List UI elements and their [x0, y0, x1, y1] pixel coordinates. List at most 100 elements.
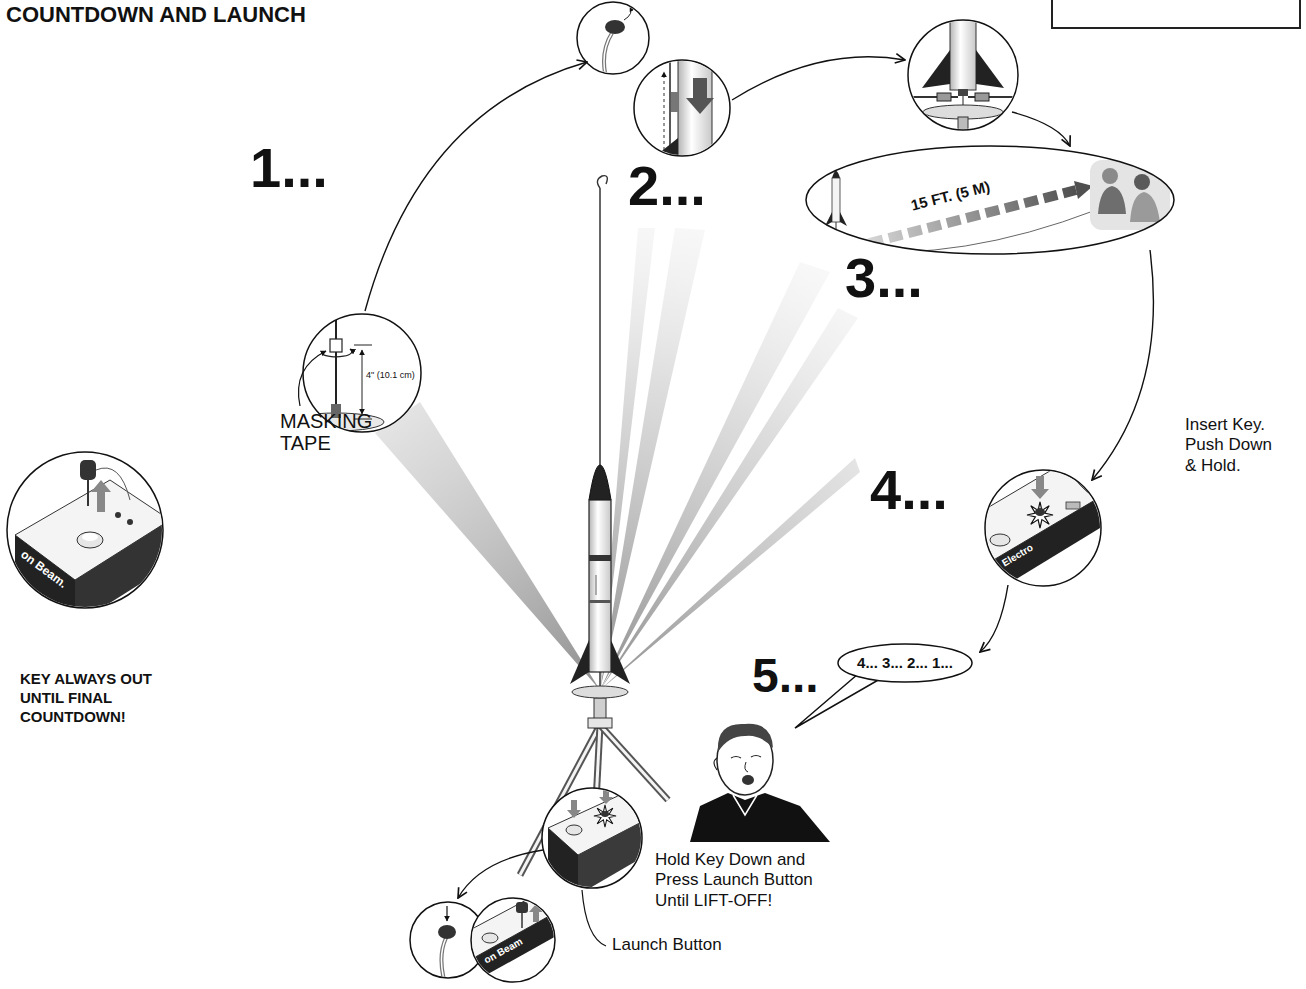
step-one-view [362, 350, 363, 414]
step-two-views [577, 2, 649, 74]
speech-bubble-outline [838, 644, 972, 682]
view-rays [600, 458, 860, 690]
label-holder: 4... [870, 462, 948, 518]
step-two-views [604, 6, 631, 78]
distance-scene [1090, 160, 1170, 230]
step-two-views [604, 33, 612, 78]
step-four-view [975, 565, 995, 600]
header-box [1052, 0, 1300, 28]
node-text: 4... 3... 2... 1... [857, 654, 953, 672]
label-holder: Insert Key. Push Down & Hold. [1185, 415, 1277, 476]
announcer-figure [742, 775, 754, 785]
distance-scene [805, 145, 1175, 266]
key-removed-views [516, 902, 528, 913]
step-two-views [604, 33, 612, 78]
flow-arrows [458, 850, 543, 898]
key-out-view [127, 519, 133, 525]
key-removed-views [446, 906, 447, 921]
step-four-view [1031, 476, 1049, 499]
key-out-view [96, 468, 130, 500]
node-text: 4" (10.1 cm) [366, 370, 415, 381]
step-number: 5... [752, 652, 819, 700]
model-rocket [570, 640, 589, 684]
view-rays [375, 402, 600, 690]
key-removed-views [482, 933, 498, 943]
key-removed-views [470, 910, 560, 984]
step-four-view [1027, 502, 1053, 528]
announcer-figure [714, 758, 717, 770]
distance-oval-outline [805, 145, 1175, 255]
step-four-view [950, 465, 1105, 600]
page-title: COUNTDOWN AND LAUNCH [6, 3, 306, 27]
step-three-view [958, 89, 968, 96]
distance-scene [1098, 186, 1126, 214]
distance-scene [815, 245, 836, 262]
step-five-view [567, 800, 581, 818]
model-rocket [572, 686, 628, 698]
flow-arrows [1012, 112, 1070, 146]
key-out-view [15, 460, 170, 625]
step-two-views [605, 20, 625, 34]
flow-arrows [732, 57, 905, 100]
announcer-figure [718, 724, 773, 752]
key-out-view [7, 452, 170, 625]
node-text-block: 4" (10.1 cm) [366, 370, 415, 381]
step-three-view [912, 15, 1015, 133]
distance-scene [1134, 174, 1150, 190]
step-number: 2... [628, 158, 706, 214]
speech-bubble: 4... 3... 2... 1... [837, 643, 973, 683]
label-holder: 5... [752, 652, 819, 700]
view-rays [600, 262, 830, 690]
step-two-views [686, 78, 714, 114]
step-five-view [601, 811, 609, 817]
step-five-view [542, 788, 655, 895]
distance-scene [1102, 168, 1118, 184]
label-holder: Launch Button [612, 935, 722, 955]
step-three-view [958, 117, 968, 133]
step-five-view [578, 815, 655, 895]
key-removed-views [529, 904, 543, 922]
key-removed-views [441, 938, 446, 980]
launch-rod [597, 176, 607, 188]
model-rocket [589, 600, 611, 603]
key-out-view [75, 520, 170, 625]
step-five-view [548, 788, 655, 895]
announcer-figure [690, 724, 830, 842]
node-text-block: 15 FT. (5 M) [909, 177, 992, 214]
announcer-figure [745, 762, 748, 772]
key-removed-views [410, 890, 560, 984]
key-removed-views [455, 890, 560, 984]
instruction-note: Insert Key. Push Down & Hold. [1185, 415, 1277, 476]
key-out-view [91, 480, 111, 512]
step-four-view [990, 534, 1010, 546]
step-three-view [975, 93, 989, 101]
key-out-view [15, 535, 75, 625]
step-five-view [599, 788, 613, 804]
model-rocket [589, 555, 611, 561]
distance-scene [805, 145, 1175, 255]
key-removed-views [521, 912, 523, 928]
distance-oval-outline [806, 146, 1174, 254]
key-out-view [115, 512, 121, 518]
distance-scene [836, 245, 838, 266]
step-four-view [985, 500, 1105, 592]
model-rocket [570, 465, 630, 698]
node-text-block: 4... 3... 2... 1... [857, 654, 953, 672]
announcer-figure [731, 756, 761, 759]
step-circle-outline [303, 314, 421, 432]
key-removed-views [441, 938, 446, 980]
part-label: Launch Button [612, 935, 722, 955]
step-three-view [976, 50, 1004, 88]
view-rays [600, 228, 705, 690]
distance-oval: 15 FT. (5 M) [805, 145, 1175, 255]
flow-arrows [365, 57, 1153, 898]
step-four-view [1066, 502, 1080, 509]
step-three-view [937, 93, 951, 101]
step-number: 4... [870, 462, 948, 518]
step-two-views [664, 72, 665, 150]
step-five-view [548, 828, 578, 895]
launch-pad [600, 725, 668, 800]
step-one-view [322, 349, 352, 357]
model-rocket [589, 500, 611, 672]
